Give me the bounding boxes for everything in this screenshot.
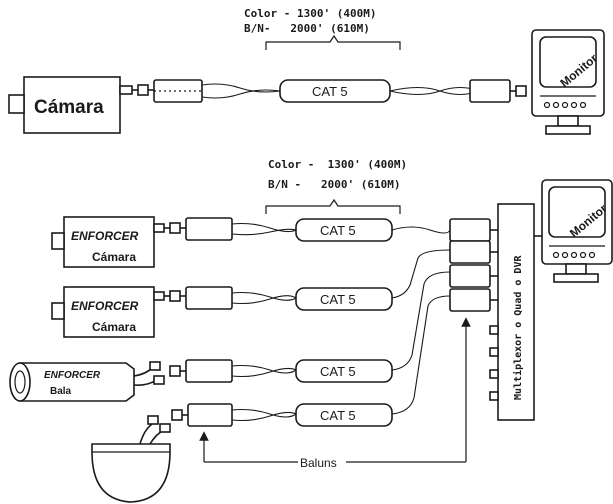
top-camera-connector bbox=[119, 85, 133, 95]
cable-row-4-label: CAT 5 bbox=[320, 408, 356, 423]
multiplexer-dvr: Multiplexor o Quad o DVR bbox=[489, 203, 542, 421]
bottom-length-bracket bbox=[265, 198, 401, 214]
cable-row-2-label: CAT 5 bbox=[320, 292, 356, 307]
top-monitor: Monitor bbox=[531, 29, 605, 135]
cat5-cable-row-4: CAT 5 bbox=[295, 403, 393, 427]
enforcer-bullet-camera: ENFORCER Bala bbox=[9, 361, 165, 402]
bnc-plug-row-4 bbox=[171, 409, 183, 421]
bullet-brand: ENFORCER bbox=[44, 370, 101, 381]
top-balun-camera bbox=[148, 79, 203, 103]
cable-row-1-label: CAT 5 bbox=[320, 223, 356, 238]
balun-row-2 bbox=[180, 286, 233, 310]
dome-camera bbox=[91, 415, 171, 503]
receiver-baluns bbox=[449, 218, 498, 312]
cable-row-3-label: CAT 5 bbox=[320, 364, 356, 379]
balun-row-3 bbox=[180, 359, 233, 383]
enforcer-camera-1-label: Cámara bbox=[92, 250, 136, 264]
dvr-label: Multiplexor o Quad o DVR bbox=[512, 255, 524, 400]
bnc-plug-row-1 bbox=[169, 222, 181, 234]
bullet-label: Bala bbox=[50, 386, 72, 397]
bnc-plug-row-2 bbox=[169, 290, 181, 302]
top-balun-monitor bbox=[469, 79, 527, 103]
bottom-system: Color - 1300' (400M) B/N - 2000' (610M) … bbox=[9, 158, 613, 503]
enforcer-camera-2-brand: ENFORCER bbox=[71, 299, 139, 313]
enforcer-camera-2: ENFORCER Cámara bbox=[51, 286, 165, 338]
balun-row-4 bbox=[182, 403, 233, 427]
baluns-label: Baluns bbox=[300, 456, 337, 470]
cat5-cable-row-1: CAT 5 bbox=[295, 218, 393, 242]
top-spec-color: Color - 1300' (400M) bbox=[244, 7, 376, 20]
cat5-cable-row-3: CAT 5 bbox=[295, 359, 393, 383]
top-spec-bn: B/N- 2000' (610M) bbox=[244, 22, 370, 35]
bottom-spec-bn: B/N - 2000' (610M) bbox=[268, 178, 400, 191]
bottom-spec-color: Color - 1300' (400M) bbox=[268, 158, 407, 171]
enforcer-camera-1-brand: ENFORCER bbox=[71, 229, 139, 243]
bottom-monitor: Monitor bbox=[541, 179, 613, 283]
top-camera-lens bbox=[8, 94, 25, 114]
top-camera-body bbox=[23, 76, 121, 134]
bnc-plug-row-3 bbox=[169, 365, 181, 377]
enforcer-camera-2-label: Cámara bbox=[92, 320, 136, 334]
balun-row-1 bbox=[180, 217, 233, 241]
top-bnc-plug bbox=[137, 84, 149, 96]
cat5-cable-row-2: CAT 5 bbox=[295, 287, 393, 311]
top-length-bracket bbox=[265, 34, 401, 50]
top-camera-label: Cámara bbox=[34, 97, 104, 118]
enforcer-camera-1: ENFORCER Cámara bbox=[51, 216, 165, 268]
top-system: Color - 1300' (400M) B/N- 2000' (610M) C… bbox=[8, 7, 605, 135]
top-cable-label: CAT 5 bbox=[312, 84, 348, 99]
top-cat5-cable: CAT 5 bbox=[279, 79, 391, 103]
baluns-callout: Baluns bbox=[199, 317, 471, 470]
